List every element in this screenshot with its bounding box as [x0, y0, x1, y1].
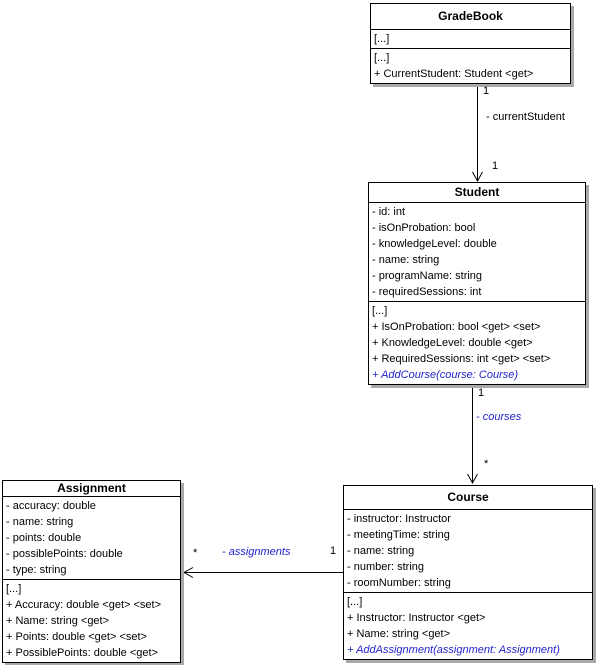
- multiplicity-assignments-source: 1: [330, 545, 337, 557]
- class-gradebook-operations: [...] + CurrentStudent: Student <get>: [371, 48, 570, 83]
- association-line-assignments[interactable]: [182, 567, 343, 578]
- operation-row: + Name: string <get>: [347, 628, 451, 640]
- attribute-row: - accuracy: double: [6, 500, 96, 512]
- class-course-attributes: - instructor: Instructor - meetingTime: …: [344, 510, 592, 592]
- attribute-row: - programName: string: [372, 270, 483, 282]
- attribute-row: - name: string: [372, 254, 440, 266]
- class-gradebook-title: GradeBook: [371, 4, 570, 30]
- association-label-courses: - courses: [476, 411, 522, 423]
- operation-row-addcourse: + AddCourse(course: Course): [372, 369, 519, 381]
- operation-row: + Instructor: Instructor <get>: [347, 612, 486, 624]
- attribute-row: - id: int: [372, 206, 406, 218]
- operation-row: [...]: [347, 596, 363, 608]
- operation-row: + KnowledgeLevel: double <get>: [372, 337, 533, 349]
- class-course[interactable]: Course - instructor: Instructor - meetin…: [343, 485, 593, 660]
- class-student-title: Student: [369, 183, 585, 203]
- multiplicity-currentstudent-target: 1: [492, 160, 499, 172]
- association-line-courses[interactable]: [467, 383, 478, 485]
- class-assignment-operations: [...] + Accuracy: double <get> <set> + N…: [3, 579, 180, 662]
- attribute-row: - roomNumber: string: [347, 577, 451, 589]
- operation-row: + IsOnProbation: bool <get> <set>: [372, 321, 541, 333]
- operation-row: [...]: [372, 305, 388, 317]
- class-student-attributes: - id: int - isOnProbation: bool - knowle…: [369, 203, 585, 301]
- class-gradebook-attributes: [...]: [371, 30, 570, 48]
- attribute-row: - points: double: [6, 532, 82, 544]
- attribute-row: - possiblePoints: double: [6, 548, 123, 560]
- operation-row: + PossiblePoints: double <get>: [6, 647, 158, 659]
- attribute-row: - knowledgeLevel: double: [372, 238, 497, 250]
- attribute-row: [...]: [374, 33, 390, 45]
- operation-row: + Name: string <get>: [6, 615, 110, 627]
- multiplicity-courses-target: *: [484, 458, 489, 470]
- attribute-row: - number: string: [347, 561, 425, 573]
- class-student[interactable]: Student - id: int - isOnProbation: bool …: [368, 182, 586, 385]
- association-label-currentstudent: - currentStudent: [486, 111, 565, 123]
- operation-row: + RequiredSessions: int <get> <set>: [372, 353, 551, 365]
- class-assignment-title: Assignment: [3, 481, 180, 497]
- attribute-row: - name: string: [6, 516, 74, 528]
- attribute-row: - isOnProbation: bool: [372, 222, 476, 234]
- operation-row: + CurrentStudent: Student <get>: [374, 68, 534, 80]
- operation-row: [...]: [6, 583, 22, 595]
- multiplicity-currentstudent-source: 1: [483, 85, 490, 97]
- operation-row: + Accuracy: double <get> <set>: [6, 599, 162, 611]
- association-label-assignments: - assignments: [222, 546, 291, 558]
- class-gradebook[interactable]: GradeBook [...] [...] + CurrentStudent: …: [370, 3, 571, 84]
- class-course-operations: [...] + Instructor: Instructor <get> + N…: [344, 592, 592, 659]
- class-course-title: Course: [344, 486, 592, 510]
- class-assignment[interactable]: Assignment - accuracy: double - name: st…: [2, 480, 181, 663]
- operation-row: [...]: [374, 52, 390, 64]
- attribute-row: - name: string: [347, 545, 415, 557]
- attribute-row: - instructor: Instructor: [347, 513, 451, 525]
- operation-row-addassignment: + AddAssignment(assignment: Assignment): [347, 644, 560, 656]
- multiplicity-courses-source: 1: [478, 387, 485, 399]
- operation-row: + Points: double <get> <set>: [6, 631, 147, 643]
- class-student-operations: [...] + IsOnProbation: bool <get> <set> …: [369, 301, 585, 384]
- class-assignment-attributes: - accuracy: double - name: string - poin…: [3, 497, 180, 579]
- attribute-row: - requiredSessions: int: [372, 286, 482, 298]
- attribute-row: - meetingTime: string: [347, 529, 450, 541]
- multiplicity-assignments-target: *: [193, 547, 198, 559]
- attribute-row: - type: string: [6, 564, 67, 576]
- association-line-current-student[interactable]: [472, 81, 483, 183]
